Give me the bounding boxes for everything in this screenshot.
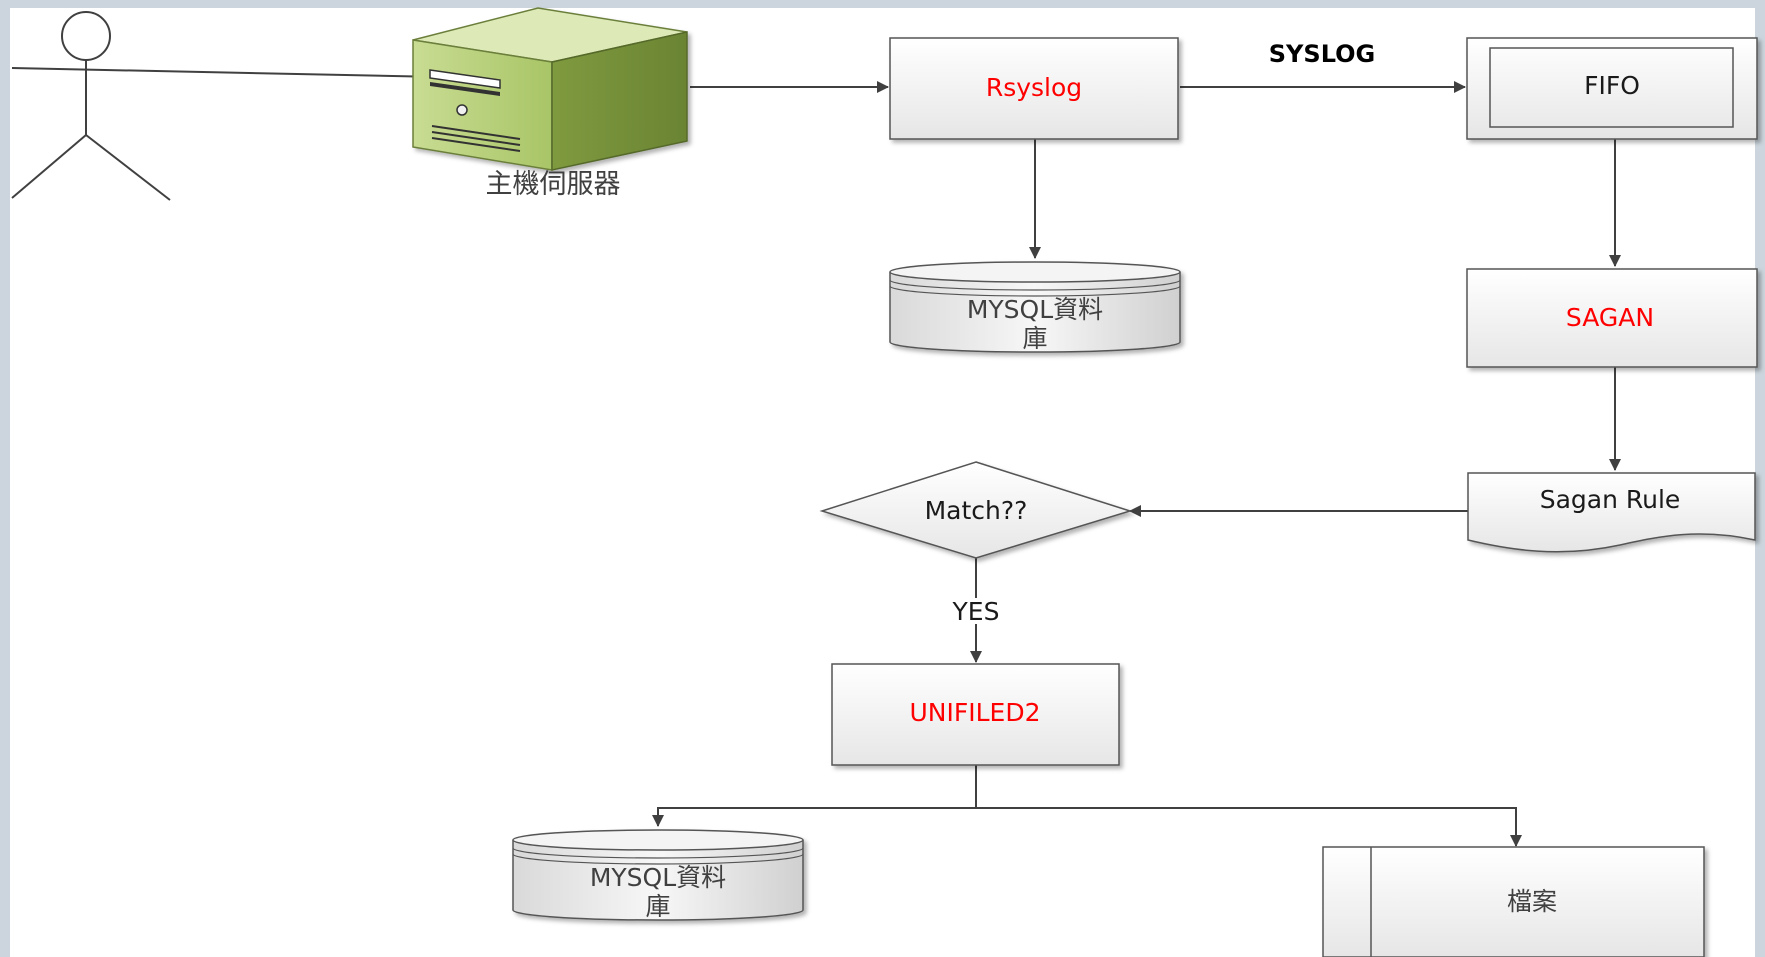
server-label: 主機伺服器 — [486, 169, 621, 200]
mysql-top-database[interactable] — [889, 261, 1181, 353]
sagan-node[interactable]: SAGAN — [1466, 268, 1758, 368]
mysql-bottom-database[interactable] — [512, 829, 804, 921]
file-label: 檔案 — [1507, 887, 1557, 916]
fifo-label: FIFO — [1584, 71, 1640, 100]
rsyslog-label: Rsyslog — [986, 73, 1082, 102]
sagan-rule-label: Sagan Rule — [1540, 485, 1681, 514]
yes-edge-label: YES — [952, 597, 1000, 626]
user-actor-icon — [11, 11, 171, 201]
mysql-bottom-label-line2: 庫 — [645, 892, 670, 921]
sagan-rule-document[interactable]: Sagan Rule — [1467, 472, 1756, 553]
edges — [11, 67, 1621, 847]
syslog-edge-label: SYSLOG — [1269, 40, 1376, 68]
file-document[interactable]: 檔案 — [1322, 846, 1705, 957]
edge-unified2-to-mysql — [652, 765, 977, 827]
rsyslog-node[interactable]: Rsyslog — [889, 37, 1179, 140]
sagan-label: SAGAN — [1566, 303, 1654, 332]
mysql-top-label-line1: MYSQL資料 — [967, 295, 1103, 324]
fifo-node[interactable]: FIFO — [1466, 37, 1758, 140]
match-label: Match?? — [925, 496, 1028, 525]
unified2-node[interactable]: UNIFILED2 — [831, 663, 1120, 766]
edge-unified2-to-file — [976, 807, 1522, 847]
match-decision[interactable]: Match?? — [819, 461, 1133, 559]
edge-user-to-server — [11, 67, 441, 83]
server-icon — [412, 7, 688, 171]
slide-canvas — [10, 8, 1755, 957]
mysql-top-label-line2: 庫 — [1022, 324, 1047, 353]
unified2-label: UNIFILED2 — [909, 698, 1040, 727]
mysql-bottom-label-line1: MYSQL資料 — [590, 863, 726, 892]
